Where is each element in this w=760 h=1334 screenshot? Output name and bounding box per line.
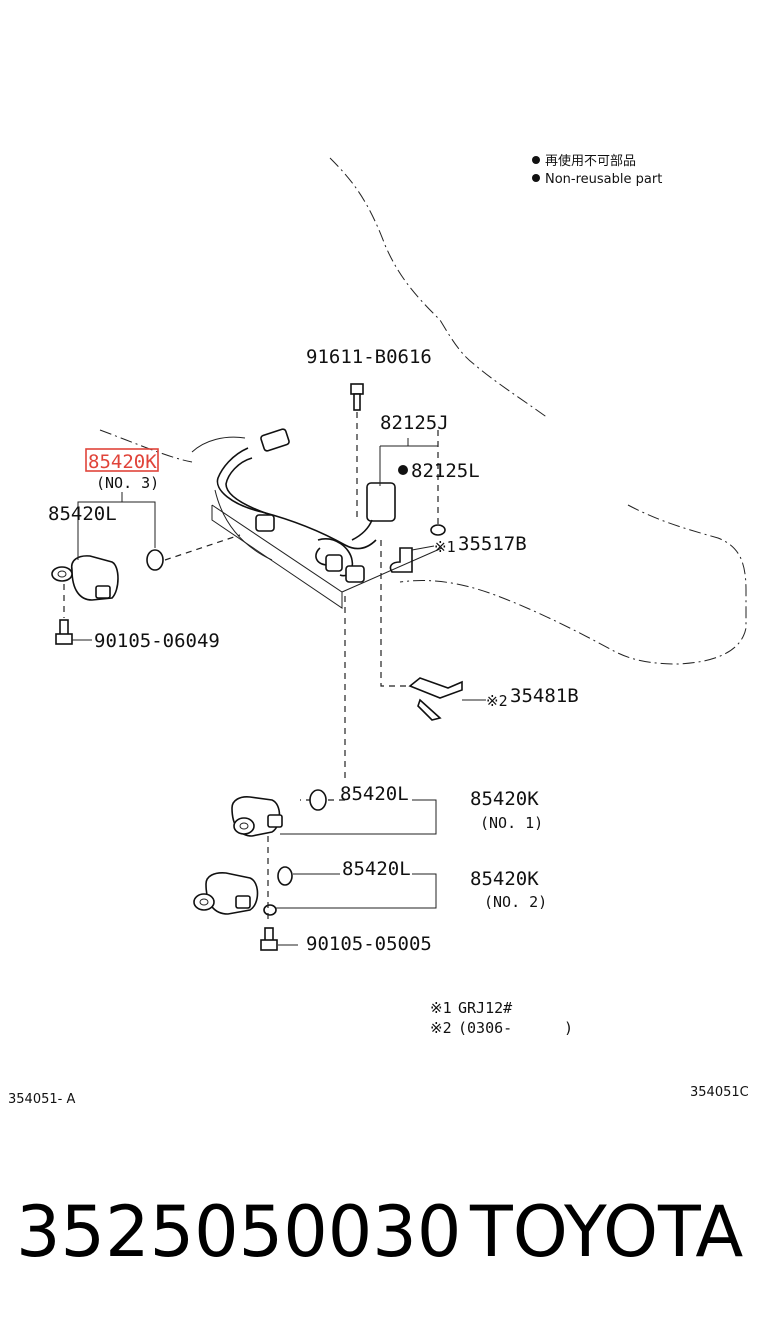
speed-sensor-no1-icon xyxy=(231,796,283,837)
clamp-35517b-icon xyxy=(389,547,413,573)
label-clamp-2: 35481B xyxy=(510,685,579,707)
leader-lines-no2 xyxy=(276,873,437,909)
diagram-code-left: 354051- A xyxy=(8,1092,75,1107)
legend: 再使用不可部品 Non-reusable part xyxy=(532,153,662,187)
speed-sensor-no3-icon xyxy=(51,555,119,601)
ref-marker-2: ※2 xyxy=(486,692,508,710)
note2-mark: ※2 xyxy=(430,1019,452,1037)
bolt-90105-06049-icon xyxy=(55,619,73,645)
washer-small-icon xyxy=(430,524,446,536)
label-highlighted-part: 85420K xyxy=(88,451,157,473)
leader-lines-no3 xyxy=(77,492,156,560)
valve-body-block xyxy=(211,504,443,609)
note1-text: GRJ12# xyxy=(458,999,512,1017)
wire-harness xyxy=(216,428,396,583)
footer-part-number: 3525050030 xyxy=(16,1191,461,1273)
label-bracket: 82125J xyxy=(380,412,449,434)
label-washer-no1: 85420L xyxy=(340,783,409,805)
bolt-90105-05005-icon xyxy=(260,927,278,951)
label-sensor-no2-no: (NO. 2) xyxy=(484,893,547,911)
diagram-code-right: 354051C xyxy=(690,1085,749,1100)
o-ring-no1-icon xyxy=(309,789,327,811)
label-washer-left: 85420L xyxy=(48,503,117,525)
label-connector: 82125L xyxy=(411,460,480,482)
legend-en: Non-reusable part xyxy=(545,172,662,187)
clamp-35481b-icon xyxy=(408,677,463,721)
note1-mark: ※1 xyxy=(430,999,452,1017)
transmission-housing-outline xyxy=(99,157,747,665)
o-ring-left-icon xyxy=(146,549,164,571)
label-bolt-bottom: 90105-05005 xyxy=(306,933,432,955)
label-sensor-no1: 85420K xyxy=(470,788,539,810)
leader-lines-no1 xyxy=(280,799,437,835)
note2-text: (0306- xyxy=(458,1019,512,1037)
label-washer-no2: 85420L xyxy=(342,858,411,880)
footer-brand: TOYOTA xyxy=(469,1191,743,1273)
label-highlighted-no: (NO. 3) xyxy=(96,474,159,492)
label-bolt-top: 91611-B0616 xyxy=(306,346,432,368)
o-ring-no2-icon xyxy=(277,866,293,886)
label-clamp-1: 35517B xyxy=(458,533,527,555)
non-reusable-bullet-icon xyxy=(398,465,408,475)
bullet-icon xyxy=(532,156,540,164)
label-bolt-left: 90105-06049 xyxy=(94,630,220,652)
applicability-notes: ※1 GRJ12# ※2 (0306- ) xyxy=(430,999,573,1037)
speed-sensor-no2-icon xyxy=(193,872,277,916)
legend-jp: 再使用不可部品 xyxy=(545,153,636,169)
bolt-91611-icon xyxy=(350,383,364,520)
bullet-icon xyxy=(532,174,540,182)
label-sensor-no2: 85420K xyxy=(470,868,539,890)
ref-marker-1: ※1 xyxy=(434,538,456,556)
note2-close: ) xyxy=(564,1019,573,1037)
label-sensor-no1-no: (NO. 1) xyxy=(480,814,543,832)
highlight-box xyxy=(85,448,159,472)
